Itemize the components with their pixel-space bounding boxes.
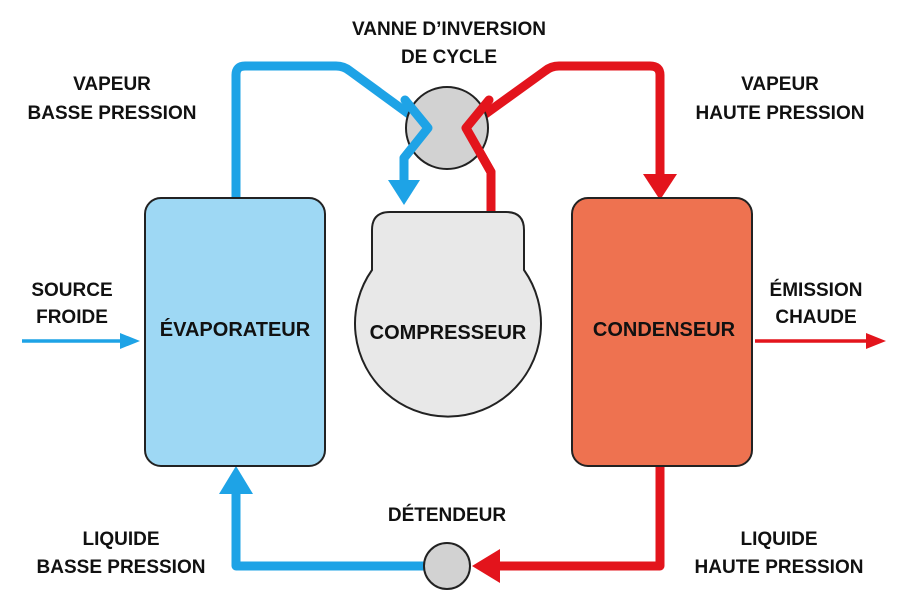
- vapor-high-label-line1: VAPEUR: [741, 74, 819, 95]
- condenser-label: CONDENSEUR: [593, 319, 736, 341]
- cold-source-label-line1: SOURCE: [31, 280, 112, 301]
- liquid-low-label-line2: BASSE PRESSION: [37, 557, 206, 578]
- hot-emission-label-line2: CHAUDE: [775, 307, 856, 328]
- hot-emission-label-line1: ÉMISSION: [770, 279, 863, 301]
- condenser-box: [571, 197, 753, 467]
- cold-source-arrow: [120, 333, 140, 349]
- evaporator-label: ÉVAPORATEUR: [160, 318, 311, 341]
- liquid-high-label-line2: HAUTE PRESSION: [695, 557, 864, 578]
- reversing-valve: [405, 86, 489, 170]
- compressor-body: [354, 211, 542, 418]
- liquid-high-label-line1: LIQUIDE: [740, 529, 817, 550]
- valve-hot-passage: [461, 95, 496, 177]
- expansion-valve: [423, 542, 471, 590]
- vapor-low-label-line1: VAPEUR: [73, 74, 151, 95]
- expansion-valve-label: DÉTENDEUR: [388, 504, 507, 526]
- evaporator-inlet-arrow: [219, 466, 253, 494]
- expansion-valve-inlet-arrow: [472, 549, 500, 583]
- low-pressure-vapor-pipe: [231, 61, 433, 203]
- compressor-label: COMPRESSEUR: [370, 322, 527, 344]
- reversing-valve-label-line1: VANNE D’INVERSION: [352, 19, 546, 40]
- compressor-inlet-arrow: [388, 180, 420, 205]
- reversing-valve-label-line2: DE CYCLE: [401, 47, 497, 68]
- vapor-high-label-line2: HAUTE PRESSION: [696, 103, 865, 124]
- low-pressure-liquid-pipe: [231, 487, 430, 571]
- hot-emission-arrow: [866, 333, 886, 349]
- vapor-low-label-line2: BASSE PRESSION: [28, 103, 197, 124]
- cold-source-label-line2: FROIDE: [36, 307, 108, 328]
- evaporator-box: [144, 197, 326, 467]
- valve-cold-passage: [399, 95, 433, 163]
- high-pressure-vapor-pipe: [461, 61, 665, 220]
- condenser-inlet-arrow: [643, 174, 677, 200]
- liquid-low-label-line1: LIQUIDE: [82, 529, 159, 550]
- high-pressure-liquid-pipe: [493, 461, 665, 571]
